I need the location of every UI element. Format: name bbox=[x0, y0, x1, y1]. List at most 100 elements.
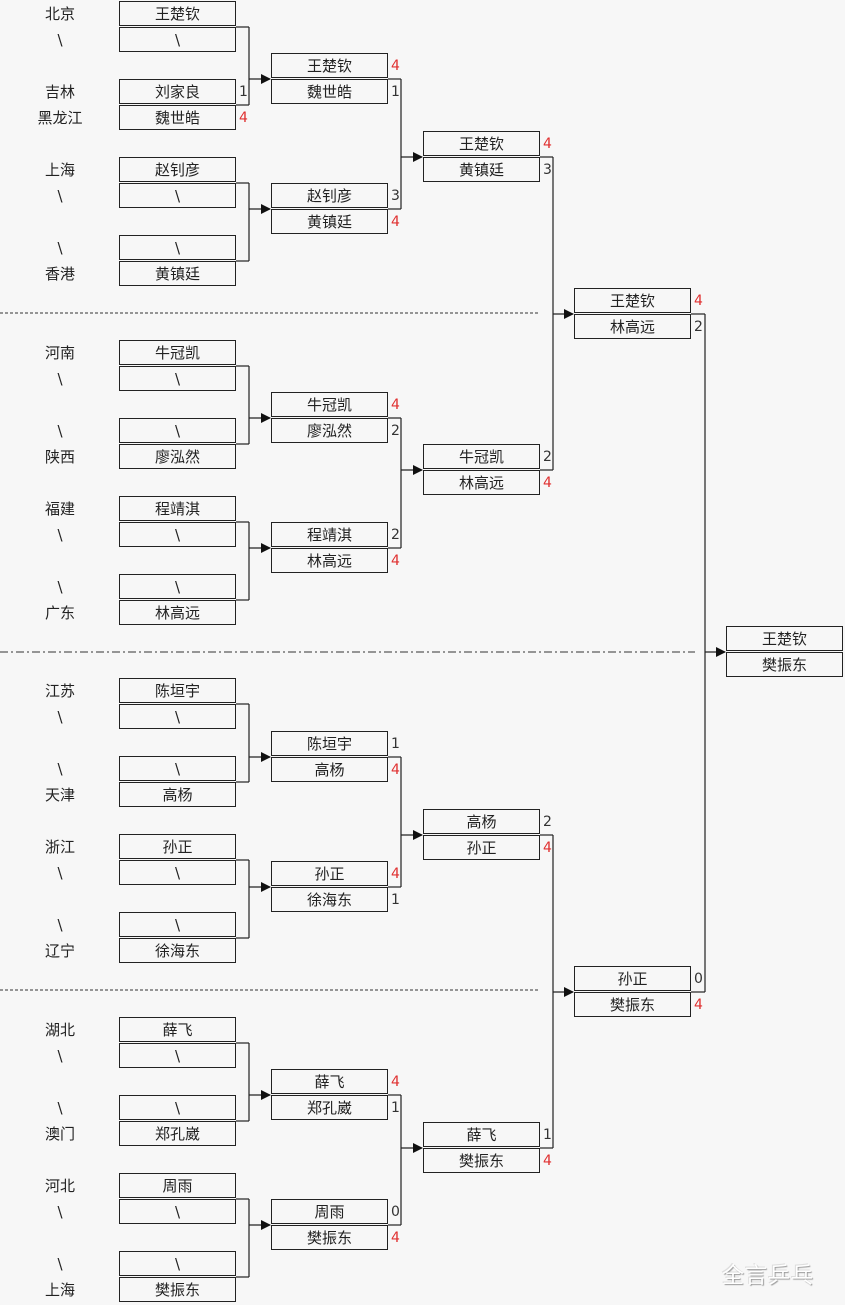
arrow-icon bbox=[261, 752, 271, 762]
arrow-icon bbox=[413, 830, 423, 840]
r1-player-cell[interactable]: 郑孔崴 bbox=[119, 1121, 236, 1146]
r4-player-cell[interactable]: 林高远 bbox=[574, 314, 691, 339]
arrow-icon bbox=[261, 1220, 271, 1230]
r2-player-cell[interactable]: 王楚钦 bbox=[271, 53, 388, 78]
r1-player-cell[interactable]: 陈垣宇 bbox=[119, 678, 236, 703]
r1-player-cell[interactable]: \ bbox=[119, 522, 236, 547]
region-label: \ bbox=[57, 187, 63, 205]
r1-player-cell[interactable]: \ bbox=[119, 860, 236, 885]
arrow-icon bbox=[261, 543, 271, 553]
r2-player-cell[interactable]: 黄镇廷 bbox=[271, 209, 388, 234]
r1-player-cell[interactable]: \ bbox=[119, 183, 236, 208]
r3-player-cell[interactable]: 孙正 bbox=[423, 835, 540, 860]
r2-player-cell[interactable]: 樊振东 bbox=[271, 1225, 388, 1250]
r1-player-cell[interactable]: 高杨 bbox=[119, 782, 236, 807]
r3-player-cell[interactable]: 薛飞 bbox=[423, 1122, 540, 1147]
r2-score: 1 bbox=[391, 892, 400, 908]
region-label: \ bbox=[57, 422, 63, 440]
r3-player-cell[interactable]: 高杨 bbox=[423, 809, 540, 834]
arrow-icon bbox=[564, 309, 574, 319]
r1-player-cell[interactable]: \ bbox=[119, 912, 236, 937]
r4-player-cell[interactable]: 樊振东 bbox=[574, 992, 691, 1017]
region-label: 北京 bbox=[44, 5, 75, 23]
r1-player-cell[interactable]: \ bbox=[119, 366, 236, 391]
r3-score: 1 bbox=[543, 1127, 552, 1143]
region-label: \ bbox=[57, 1203, 63, 1221]
r2-player-cell[interactable]: 周雨 bbox=[271, 1199, 388, 1224]
r1-player-cell[interactable]: 魏世皓 bbox=[119, 105, 236, 130]
final-player-cell[interactable]: 王楚钦 bbox=[726, 626, 843, 651]
r2-player-cell[interactable]: 薛飞 bbox=[271, 1069, 388, 1094]
r3-player-cell[interactable]: 牛冠凯 bbox=[423, 444, 540, 469]
r1-player-cell[interactable]: \ bbox=[119, 1199, 236, 1224]
region-label: \ bbox=[57, 31, 63, 49]
r1-player-cell[interactable]: 牛冠凯 bbox=[119, 340, 236, 365]
r1-player-cell[interactable]: 刘家良 bbox=[119, 79, 236, 104]
r1-player-cell[interactable]: 赵钊彦 bbox=[119, 157, 236, 182]
r1-player-cell[interactable]: \ bbox=[119, 418, 236, 443]
arrow-icon bbox=[413, 1143, 423, 1153]
r1-player-cell[interactable]: \ bbox=[119, 27, 236, 52]
r3-player-cell[interactable]: 樊振东 bbox=[423, 1148, 540, 1173]
r2-player-cell[interactable]: 魏世皓 bbox=[271, 79, 388, 104]
region-label: 澳门 bbox=[44, 1125, 75, 1143]
r1-player-cell[interactable]: \ bbox=[119, 235, 236, 260]
r3-player-cell[interactable]: 黄镇廷 bbox=[423, 157, 540, 182]
r2-player-cell[interactable]: 赵钊彦 bbox=[271, 183, 388, 208]
r2-player-cell[interactable]: 廖泓然 bbox=[271, 418, 388, 443]
region-label: 天津 bbox=[44, 786, 75, 804]
r1-player-cell[interactable]: 薛飞 bbox=[119, 1017, 236, 1042]
r2-player-cell[interactable]: 郑孔崴 bbox=[271, 1095, 388, 1120]
r1-player-cell[interactable]: 王楚钦 bbox=[119, 1, 236, 26]
r2-score: 1 bbox=[391, 84, 400, 100]
region-label: 浙江 bbox=[44, 838, 75, 856]
r1-score: 1 bbox=[239, 84, 248, 100]
region-label: 江苏 bbox=[44, 682, 75, 700]
r2-score: 4 bbox=[391, 214, 400, 230]
arrow-icon bbox=[261, 413, 271, 423]
r2-player-cell[interactable]: 孙正 bbox=[271, 861, 388, 886]
r3-player-cell[interactable]: 林高远 bbox=[423, 470, 540, 495]
r2-score: 4 bbox=[391, 1074, 400, 1090]
r4-score: 0 bbox=[694, 971, 703, 987]
r2-score: 1 bbox=[391, 1100, 400, 1116]
arrow-icon bbox=[261, 74, 271, 84]
r2-score: 4 bbox=[391, 397, 400, 413]
r1-player-cell[interactable]: 廖泓然 bbox=[119, 444, 236, 469]
r2-player-cell[interactable]: 程靖淇 bbox=[271, 522, 388, 547]
r2-player-cell[interactable]: 陈垣宇 bbox=[271, 731, 388, 756]
r1-player-cell[interactable]: 徐海东 bbox=[119, 938, 236, 963]
r1-player-cell[interactable]: \ bbox=[119, 574, 236, 599]
r1-player-cell[interactable]: 黄镇廷 bbox=[119, 261, 236, 286]
r1-player-cell[interactable]: 樊振东 bbox=[119, 1277, 236, 1302]
r1-player-cell[interactable]: \ bbox=[119, 1251, 236, 1276]
r1-player-cell[interactable]: 周雨 bbox=[119, 1173, 236, 1198]
r1-player-cell[interactable]: \ bbox=[119, 1095, 236, 1120]
r2-score: 0 bbox=[391, 1204, 400, 1220]
r2-player-cell[interactable]: 高杨 bbox=[271, 757, 388, 782]
r3-player-cell[interactable]: 王楚钦 bbox=[423, 131, 540, 156]
r4-player-cell[interactable]: 孙正 bbox=[574, 966, 691, 991]
r3-score: 2 bbox=[543, 449, 552, 465]
r4-player-cell[interactable]: 王楚钦 bbox=[574, 288, 691, 313]
r1-player-cell[interactable]: \ bbox=[119, 1043, 236, 1068]
r2-player-cell[interactable]: 牛冠凯 bbox=[271, 392, 388, 417]
region-label: 广东 bbox=[44, 604, 75, 622]
region-label: \ bbox=[57, 916, 63, 934]
watermark: 全言乒乓 bbox=[722, 1264, 815, 1289]
arrow-icon bbox=[716, 647, 726, 657]
r1-player-cell[interactable]: \ bbox=[119, 704, 236, 729]
r1-player-cell[interactable]: 程靖淇 bbox=[119, 496, 236, 521]
r2-score: 4 bbox=[391, 762, 400, 778]
r2-player-cell[interactable]: 林高远 bbox=[271, 548, 388, 573]
r4-score: 4 bbox=[694, 997, 703, 1013]
r1-player-cell[interactable]: 林高远 bbox=[119, 600, 236, 625]
r1-player-cell[interactable]: 孙正 bbox=[119, 834, 236, 859]
final-player-cell[interactable]: 樊振东 bbox=[726, 652, 843, 677]
r2-score: 2 bbox=[391, 527, 400, 543]
r2-player-cell[interactable]: 徐海东 bbox=[271, 887, 388, 912]
r3-score: 2 bbox=[543, 814, 552, 830]
r1-player-cell[interactable]: \ bbox=[119, 756, 236, 781]
r2-score: 4 bbox=[391, 866, 400, 882]
